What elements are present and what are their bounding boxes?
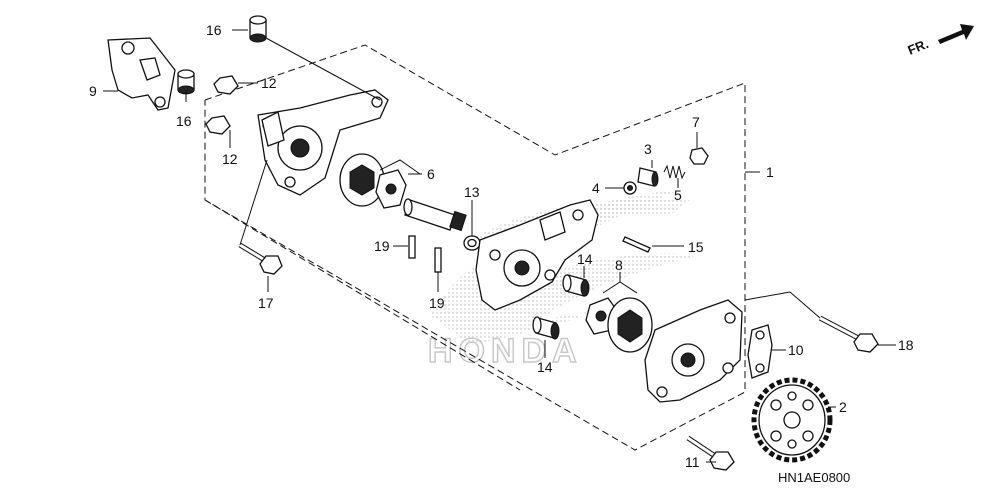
part-2-drive-gear [751, 377, 833, 463]
callout-6: 6 [427, 166, 435, 182]
part-19-pin-lower [434, 247, 442, 273]
part-16-dowel-upper [249, 15, 267, 43]
front-arrow-icon [938, 24, 974, 44]
pump-body-lower [644, 299, 743, 403]
callout-19-upper: 19 [374, 238, 390, 254]
front-label: FR. [906, 36, 931, 58]
assembly-outlines [204, 44, 746, 451]
callout-14-upper: 14 [577, 251, 593, 267]
part-4-washer [623, 181, 637, 195]
callout-3: 3 [644, 141, 652, 157]
part-3-relief-valve [637, 167, 659, 187]
callout-16-upper: 16 [206, 22, 222, 38]
callout-15: 15 [688, 239, 704, 255]
part-5-spring [663, 164, 686, 180]
part-12-bolt-lower [205, 115, 259, 141]
callout-7: 7 [692, 114, 700, 130]
part-6-inner-rotor [375, 169, 407, 209]
part-15-pin [622, 236, 651, 253]
callout-14-lower: 14 [537, 359, 553, 375]
part-14-dowel-lower [532, 316, 560, 340]
part-14-dowel-upper [562, 274, 590, 297]
part-13-seal [463, 235, 481, 251]
part-18-bolt [818, 315, 879, 353]
callout-2: 2 [839, 399, 847, 415]
callout-4: 4 [592, 180, 600, 196]
watermark-text: HONDA [428, 332, 583, 370]
callout-16-lower: 16 [176, 113, 192, 129]
drawing-code: HN1AE0800 [778, 470, 850, 485]
part-17-bolt [238, 242, 283, 275]
callout-10: 10 [788, 342, 804, 358]
part-8-outer-rotor [607, 297, 653, 353]
callouts: 16 9 16 12 12 17 6 13 19 19 3 4 5 7 1 15… [89, 22, 914, 470]
pump-cover-upper [257, 89, 389, 196]
callout-18: 18 [898, 337, 914, 353]
callout-11: 11 [685, 454, 700, 470]
part-6-outer-rotor [339, 153, 385, 207]
callout-12-lower: 12 [222, 151, 238, 167]
part-7-cap [689, 147, 709, 165]
callout-8: 8 [615, 257, 623, 273]
part-19-pin-upper [408, 235, 416, 259]
front-direction-indicator: FR. [906, 24, 974, 58]
pump-body-middle [475, 199, 599, 311]
callout-1: 1 [766, 164, 774, 180]
leader-lines [103, 29, 896, 463]
part-10-gasket [747, 324, 773, 379]
callout-17: 17 [258, 295, 274, 311]
part-11-bolt [686, 435, 735, 471]
callout-13: 13 [464, 184, 480, 200]
callout-19-lower: 19 [429, 295, 445, 311]
pump-shaft [403, 198, 467, 232]
part-9-bracket [107, 37, 176, 111]
callout-12-upper: 12 [261, 75, 277, 91]
part-12-bolt-upper [213, 75, 263, 105]
callout-5: 5 [674, 187, 682, 203]
callout-9: 9 [89, 83, 97, 99]
